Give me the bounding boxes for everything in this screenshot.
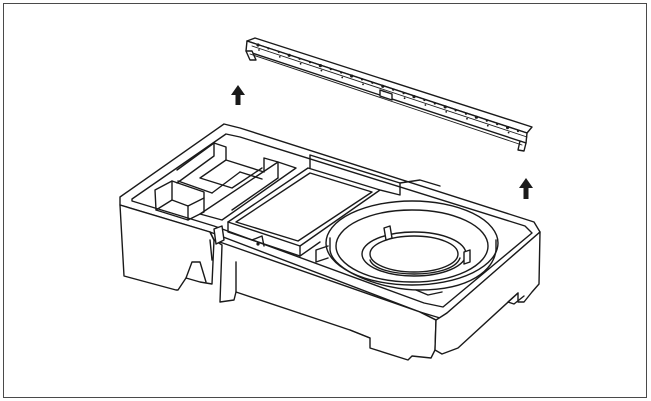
rail-hole	[445, 111, 448, 113]
foam-packaging-tray	[119, 123, 541, 361]
rail-hole	[454, 109, 457, 112]
rail-hole	[486, 124, 489, 127]
rail-hole	[402, 92, 405, 95]
rail-hole	[350, 74, 354, 78]
up-arrow-right	[519, 178, 533, 199]
rail-hole	[267, 47, 270, 50]
rail-hole	[507, 131, 510, 134]
rail-holes	[256, 43, 520, 134]
rail-hole	[277, 50, 280, 54]
rail-hole	[318, 64, 322, 68]
rail-hole	[516, 129, 520, 133]
rail-hole	[278, 56, 281, 58]
rail-hole	[360, 78, 364, 81]
rail-hole	[412, 95, 416, 99]
rail-hole	[340, 71, 343, 74]
rail-hole	[258, 49, 260, 51]
rail-hole	[424, 104, 427, 106]
up-arrow-left	[231, 85, 245, 105]
bracket-rail	[245, 37, 533, 152]
rail-hole	[466, 117, 468, 120]
rail-hole	[362, 83, 364, 86]
rail-hole	[433, 102, 436, 105]
rail-hole	[341, 76, 344, 79]
rail-hole	[371, 81, 374, 84]
rail-hole	[485, 119, 488, 122]
rail-hole	[392, 88, 395, 91]
rail-hole	[329, 68, 332, 71]
rail-hole	[464, 112, 468, 115]
rail-hole	[474, 115, 478, 119]
rail-hole	[506, 126, 510, 130]
rail-hole	[287, 53, 291, 57]
rail-hole	[256, 43, 260, 47]
rail-hole	[423, 98, 426, 102]
rail-hole	[403, 97, 406, 100]
rail-hole	[299, 62, 302, 65]
rail-hole	[382, 90, 385, 93]
rail-hole	[320, 69, 323, 72]
rail-hole	[381, 84, 385, 88]
rail-hole	[308, 61, 312, 64]
rail-hole	[298, 57, 301, 60]
rail-hole	[496, 123, 499, 126]
rail-hole	[443, 105, 447, 109]
